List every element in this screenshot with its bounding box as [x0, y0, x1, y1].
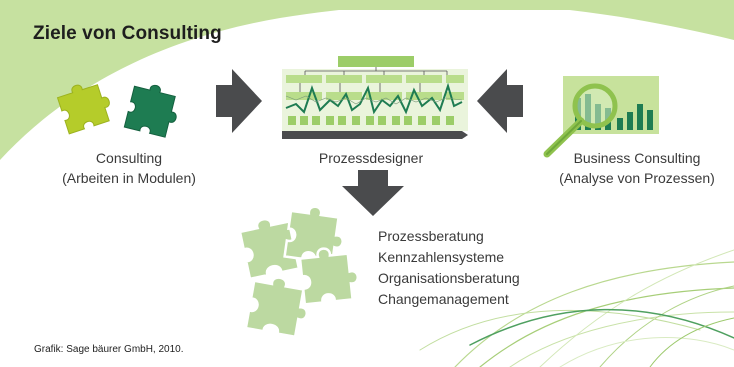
image-credit: Grafik: Sage bäurer GmbH, 2010. [34, 344, 184, 355]
puzzle-cluster-pale [238, 205, 359, 339]
arrow-right-icon [216, 69, 262, 133]
magnifier-icon [572, 83, 618, 129]
prozessdesigner-label-group: Prozessdesigner [296, 148, 446, 168]
prozessdesigner-label: Prozessdesigner [318, 150, 424, 166]
consulting-label: Consulting [95, 150, 163, 166]
green-background-band [0, 0, 734, 160]
green-top-strip [0, 0, 734, 10]
process-designer-graphic [282, 56, 468, 139]
puzzle-piece-lime [56, 84, 110, 135]
list-item: Changemanagement [378, 291, 509, 307]
list-item: Prozessberatung [378, 228, 484, 244]
results-list: Prozessberatung Kennzahlensysteme Organi… [378, 226, 520, 310]
diagram-title: Ziele von Consulting [33, 23, 222, 44]
consulting-label-group: Consulting (Arbeiten in Modulen) [38, 148, 220, 188]
list-item: Organisationsberatung [378, 270, 520, 286]
business-consulting-detail: (Analyse von Prozessen) [559, 170, 715, 186]
business-consulting-label: Business Consulting [573, 150, 701, 166]
analysis-chart-magnifier-graphic [543, 76, 659, 158]
arrow-left-icon [477, 69, 523, 133]
decorative-swoosh-lines [419, 249, 734, 367]
list-item: Kennzahlensysteme [378, 249, 505, 265]
puzzle-piece-dark-green [123, 84, 177, 138]
business-consulting-label-group: Business Consulting (Analyse von Prozess… [550, 148, 724, 188]
consulting-detail: (Arbeiten in Modulen) [62, 170, 196, 186]
arrow-down-icon [342, 170, 404, 216]
